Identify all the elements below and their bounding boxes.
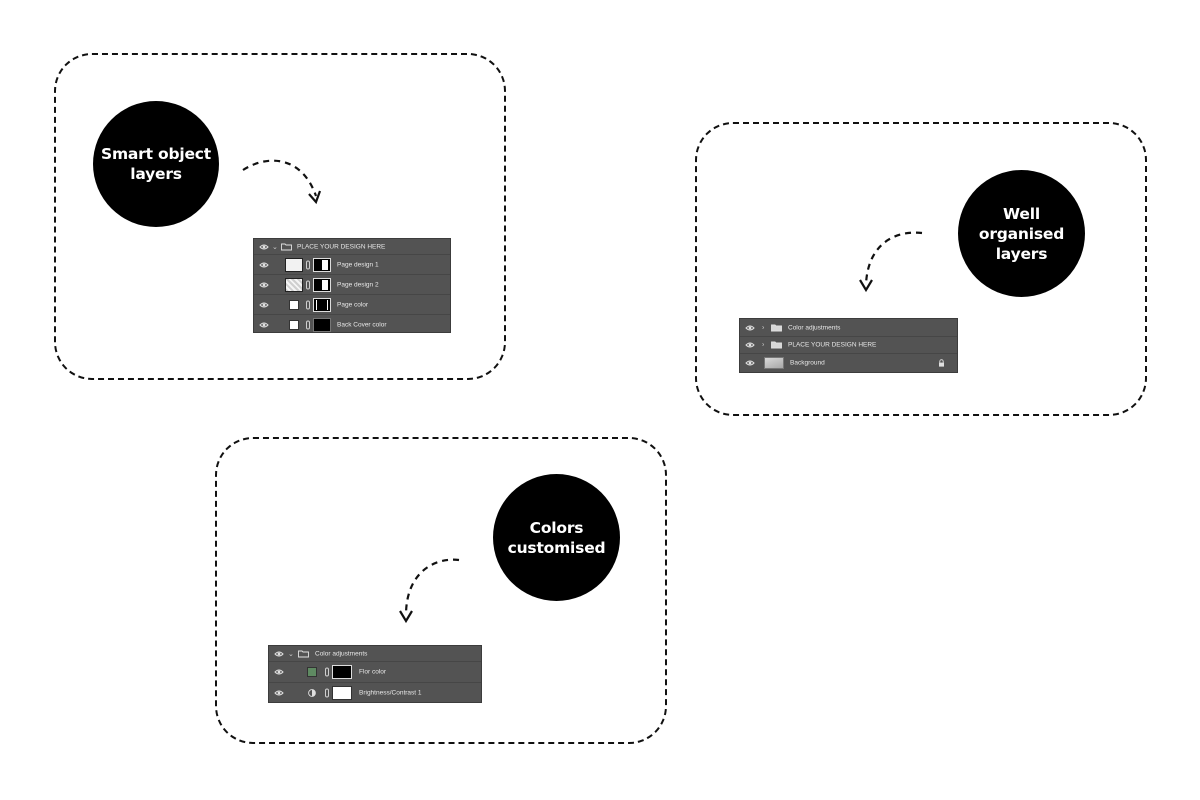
layer-name: Flor color	[359, 668, 387, 676]
curved-arrow-smart	[242, 159, 322, 205]
mask-thumbnail	[313, 257, 331, 272]
brightness-contrast-icon	[308, 689, 316, 697]
layer-name: Color adjustments	[788, 324, 841, 331]
layer-row-flor-color[interactable]: Flor color	[269, 662, 481, 683]
callout-frame-organised	[695, 122, 1147, 416]
layers-panel-smart-objects: ⌄ PLACE YOUR DESIGN HERE Page design 1 P…	[253, 238, 451, 333]
layer-row-color-adjustments[interactable]: › Color adjustments	[740, 319, 957, 337]
chevron-right-icon[interactable]: ›	[762, 324, 765, 331]
callout-bubble-smart-objects: Smart object layers	[93, 101, 219, 227]
eye-icon[interactable]	[259, 260, 269, 270]
mask-thumbnail	[313, 297, 331, 312]
layer-row-page-design-2[interactable]: Page design 2	[254, 275, 450, 295]
callout-text-smart-objects: Smart object layers	[101, 145, 211, 183]
eye-icon[interactable]	[259, 300, 269, 310]
layer-row-background[interactable]: Background	[740, 354, 957, 372]
fill-swatch	[289, 299, 299, 310]
layer-row-group-color-adjustments[interactable]: ⌄ Color adjustments	[269, 646, 481, 662]
curved-arrow-colors	[399, 558, 460, 624]
link-icon	[306, 280, 310, 289]
layer-name: Page design 2	[337, 281, 379, 288]
eye-icon[interactable]	[259, 320, 269, 330]
mask-thumbnail	[313, 277, 331, 292]
link-icon	[306, 300, 310, 309]
callout-text-colors: Colors customised	[507, 518, 606, 557]
background-thumbnail	[764, 357, 784, 369]
callout-bubble-organised: Well organised layers	[958, 170, 1085, 297]
layer-name: Brightness/Contrast 1	[359, 689, 422, 697]
mask-thumbnail	[313, 317, 331, 332]
layer-row-group-place-design[interactable]: ⌄ PLACE YOUR DESIGN HERE	[254, 239, 450, 255]
layer-row-back-cover-color[interactable]: Back Cover color	[254, 315, 450, 334]
eye-icon[interactable]	[274, 688, 284, 698]
link-icon	[306, 260, 310, 269]
lock-icon	[939, 359, 944, 367]
chevron-down-icon[interactable]: ⌄	[288, 650, 294, 658]
eye-icon[interactable]	[745, 340, 755, 350]
curved-arrow-organised	[859, 231, 923, 293]
layer-name: PLACE YOUR DESIGN HERE	[297, 243, 386, 250]
mask-thumbnail	[332, 686, 352, 700]
smart-object-thumbnail	[285, 277, 303, 292]
callout-text-organised: Well organised layers	[978, 204, 1065, 263]
link-icon	[306, 320, 310, 329]
layer-name: Background	[790, 359, 825, 367]
layer-name: PLACE YOUR DESIGN HERE	[788, 341, 877, 349]
folder-icon	[771, 324, 782, 331]
layer-row-page-color[interactable]: Page color	[254, 295, 450, 315]
folder-icon	[281, 243, 292, 250]
link-icon	[325, 667, 329, 677]
chevron-right-icon[interactable]: ›	[762, 341, 765, 349]
eye-icon[interactable]	[745, 358, 755, 368]
link-icon	[325, 688, 329, 698]
layer-row-brightness-contrast[interactable]: Brightness/Contrast 1	[269, 683, 481, 703]
callout-frame-smart-objects	[54, 53, 506, 380]
eye-icon[interactable]	[274, 649, 284, 659]
folder-icon	[298, 650, 309, 657]
eye-icon[interactable]	[274, 667, 284, 677]
layer-name: Page color	[337, 301, 369, 308]
chevron-down-icon[interactable]: ⌄	[272, 243, 278, 251]
layers-panel-colors: ⌄ Color adjustments Flor color Brightnes…	[268, 645, 482, 703]
eye-icon[interactable]	[259, 280, 269, 290]
smart-object-thumbnail	[285, 257, 303, 272]
layer-row-place-design[interactable]: › PLACE YOUR DESIGN HERE	[740, 337, 957, 354]
eye-icon[interactable]	[745, 323, 755, 333]
callout-frame-colors	[215, 437, 667, 744]
eye-icon[interactable]	[259, 242, 269, 252]
layer-name: Color adjustments	[315, 650, 368, 657]
fill-swatch	[289, 319, 299, 330]
layers-panel-organised: › Color adjustments › PLACE YOUR DESIGN …	[739, 318, 958, 373]
fill-swatch-green	[307, 667, 317, 677]
layer-name: Page design 1	[337, 261, 379, 268]
layer-name: Back Cover color	[337, 321, 387, 328]
mask-thumbnail	[332, 665, 352, 679]
folder-icon	[771, 341, 782, 349]
layer-row-page-design-1[interactable]: Page design 1	[254, 255, 450, 275]
callout-bubble-colors: Colors customised	[493, 474, 620, 601]
